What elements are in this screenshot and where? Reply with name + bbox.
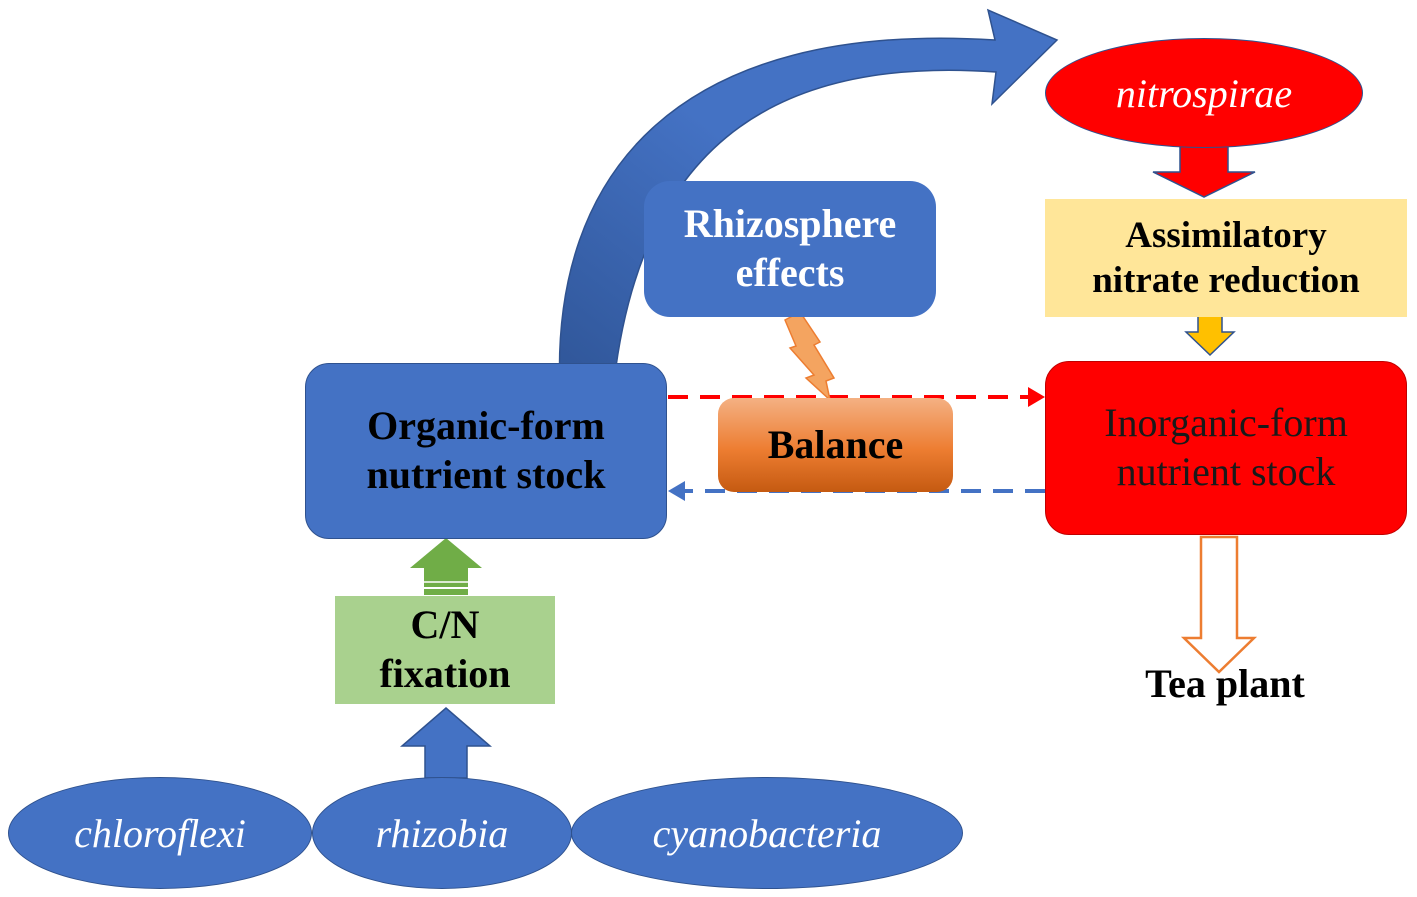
assimilatory-line-1: Assimilatory bbox=[1125, 214, 1327, 256]
organic-nutrient-stock-box: Organic-form nutrient stock bbox=[305, 363, 667, 539]
cn-fixation-line-2: fixation bbox=[379, 651, 511, 696]
nitrospirae-label: nitrospirae bbox=[1115, 70, 1293, 116]
blue-arrowhead bbox=[668, 481, 685, 501]
cyanobacteria-ellipse: cyanobacteria bbox=[571, 777, 963, 889]
chloroflexi-ellipse: chloroflexi bbox=[8, 777, 312, 889]
rhizosphere-line-2: effects bbox=[735, 250, 845, 295]
blue-up-arrow bbox=[399, 707, 493, 779]
balance-label: Balance bbox=[767, 421, 904, 467]
assimilatory-nitrate-reduction-box: Assimilatory nitrate reduction bbox=[1045, 199, 1407, 317]
inorganic-line-1: Inorganic-form bbox=[1104, 400, 1348, 446]
lightning-bolt-icon bbox=[784, 311, 836, 403]
cn-fixation-box: C/N fixation bbox=[335, 596, 555, 704]
rhizosphere-effects-box: Rhizosphere effects bbox=[644, 181, 936, 317]
gold-down-arrow bbox=[1184, 311, 1236, 357]
green-up-arrow bbox=[410, 538, 482, 595]
nitrospirae-ellipse: nitrospirae bbox=[1045, 38, 1363, 148]
hollow-down-arrow bbox=[1180, 535, 1258, 674]
chloroflexi-label: chloroflexi bbox=[74, 810, 246, 856]
rhizosphere-line-1: Rhizosphere bbox=[683, 201, 897, 247]
rhizobia-ellipse: rhizobia bbox=[312, 777, 572, 889]
organic-line-1: Organic-form bbox=[367, 403, 605, 449]
inorganic-nutrient-stock-box: Inorganic-form nutrient stock bbox=[1045, 361, 1407, 535]
inorganic-line-2: nutrient stock bbox=[1116, 449, 1336, 494]
red-down-arrow bbox=[1152, 145, 1256, 198]
tea-plant-label: Tea plant bbox=[1095, 656, 1355, 712]
balance-box: Balance bbox=[718, 398, 953, 492]
tea-plant-text: Tea plant bbox=[1145, 660, 1305, 706]
organic-line-2: nutrient stock bbox=[366, 452, 606, 497]
assimilatory-line-2: nitrate reduction bbox=[1092, 260, 1360, 301]
red-arrowhead bbox=[1028, 387, 1045, 407]
cyanobacteria-label: cyanobacteria bbox=[652, 810, 882, 856]
rhizobia-label: rhizobia bbox=[375, 810, 509, 856]
cn-fixation-line-1: C/N bbox=[410, 602, 480, 648]
